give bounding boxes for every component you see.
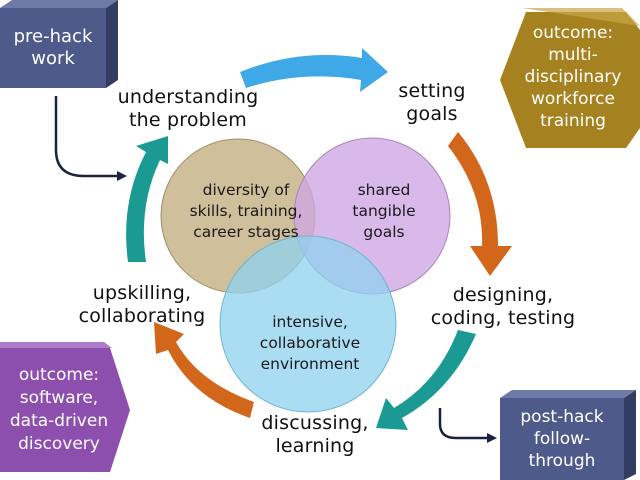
arrow-upskilling-to-understanding: [126, 136, 168, 262]
venn-circle-environment: [219, 235, 397, 413]
post-hack-label: post-hack follow- through: [520, 407, 604, 471]
venn-environment-label: intensive, collaborative environment: [259, 313, 361, 373]
pre-hack-label: pre-hack work: [13, 26, 93, 69]
arrow-discussing-to-upskilling: [154, 322, 254, 418]
cycle-arrows: [126, 48, 512, 430]
stage-understanding-label: understanding the problem: [117, 86, 259, 131]
venn-shared-goals-label: shared tangible goals: [352, 181, 416, 241]
stage-discussing-label: discussing, learning: [261, 412, 369, 457]
stage-upskilling-label: upskilling, collaborating: [78, 282, 206, 327]
stage-setting-label: setting goals: [398, 80, 466, 125]
venn-diagram: [160, 137, 451, 413]
venn-diversity-label: diversity of skills, training, career st…: [189, 181, 303, 241]
arrow-understanding-to-setting: [240, 48, 388, 92]
arrow-post-hack-connector: [438, 408, 497, 443]
stage-designing-label: designing, coding, testing: [430, 284, 576, 329]
outcome-software-label: outcome: software, data-driven discovery: [9, 365, 109, 454]
outcome-software-hexagon: [0, 342, 130, 472]
arrow-designing-to-discussing: [376, 330, 476, 430]
outcome-workforce-label: outcome: multi- disciplinary workforce t…: [524, 23, 622, 131]
post-hack-box: [500, 390, 636, 480]
outcome-workforce-hexagon: [500, 8, 640, 148]
arrow-pre-hack-connector: [54, 96, 127, 181]
arrow-setting-to-designing: [448, 132, 512, 276]
pre-hack-box: [0, 0, 118, 88]
